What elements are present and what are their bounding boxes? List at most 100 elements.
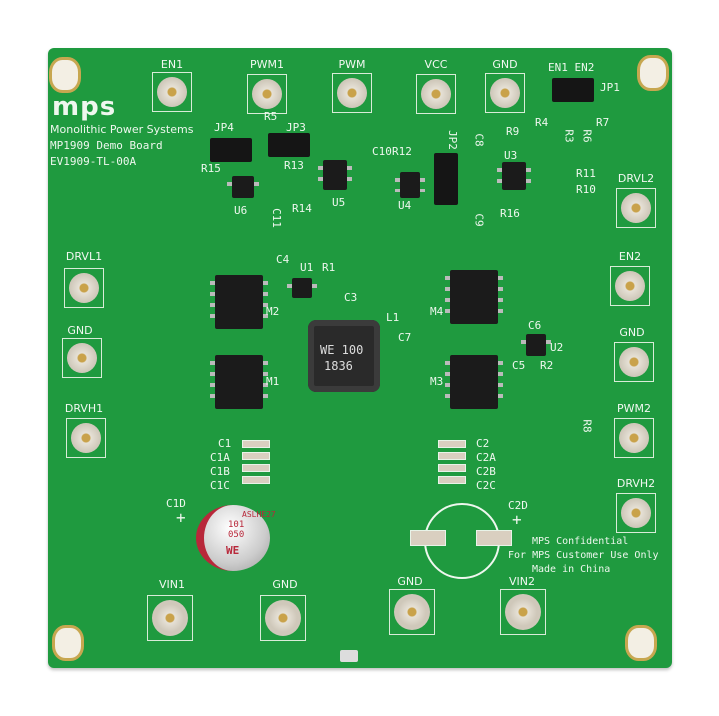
label: U5 bbox=[332, 196, 346, 209]
company-name: Monolithic Power Systems bbox=[50, 123, 194, 136]
terminal-vin1[interactable] bbox=[147, 595, 193, 641]
pad bbox=[476, 530, 512, 546]
terminal-vin2[interactable] bbox=[500, 589, 546, 635]
terminal-label: VIN2 bbox=[509, 575, 535, 588]
label: R15 bbox=[201, 162, 221, 175]
label: C3 bbox=[344, 291, 358, 304]
mosfet-m4 bbox=[445, 270, 503, 324]
label: C5 bbox=[512, 359, 526, 372]
terminal-gnd[interactable] bbox=[485, 73, 525, 113]
board-id: EV1909-TL-00A bbox=[50, 155, 137, 168]
terminal-label: GND bbox=[397, 575, 423, 588]
label: C9 bbox=[472, 213, 486, 227]
jumper-jp1[interactable] bbox=[552, 78, 594, 102]
label: M4 bbox=[430, 305, 444, 318]
terminal-label: EN2 bbox=[618, 250, 642, 263]
standoff bbox=[640, 58, 666, 88]
inductor-l1: WE 100 1836 bbox=[308, 320, 380, 392]
terminal-label: DRVH1 bbox=[64, 402, 104, 415]
terminal-label: DRVL2 bbox=[617, 172, 655, 185]
jumper-jp4[interactable] bbox=[210, 138, 252, 162]
ic-u5 bbox=[318, 160, 352, 190]
label: C7 bbox=[398, 331, 412, 344]
capacitor-marking: 101 bbox=[228, 520, 245, 530]
capacitor bbox=[242, 440, 270, 448]
notice-line: For MPS Customer Use Only bbox=[508, 550, 659, 561]
terminal-drvl2[interactable] bbox=[616, 188, 656, 228]
mps-logo: mps bbox=[52, 92, 117, 122]
label: R9 bbox=[506, 125, 520, 138]
label: C6 bbox=[528, 319, 542, 332]
ic-u2 bbox=[521, 334, 551, 356]
label: R13 bbox=[284, 159, 304, 172]
jumper-jp2[interactable] bbox=[434, 153, 458, 205]
terminal-label: EN1 bbox=[160, 58, 184, 71]
label: C1A bbox=[210, 451, 230, 464]
label: M1 bbox=[266, 375, 280, 388]
electrolytic-capacitor-c1d: WE 101 050 ASLHE27 bbox=[196, 505, 276, 571]
notice-line: MPS Confidential bbox=[532, 536, 629, 547]
ic-u4 bbox=[395, 172, 425, 198]
label: R10 bbox=[576, 183, 596, 196]
terminal-gnd[interactable] bbox=[62, 338, 102, 378]
terminal-en2[interactable] bbox=[610, 266, 650, 306]
label: EN1 EN2 bbox=[548, 61, 595, 74]
label: L1 bbox=[386, 311, 400, 324]
pad bbox=[340, 650, 358, 662]
terminal-label: VIN1 bbox=[159, 578, 185, 591]
capacitor-marking: 050 bbox=[228, 530, 245, 540]
ic-u6 bbox=[227, 176, 259, 198]
terminal-drvl1[interactable] bbox=[64, 268, 104, 308]
label: R12 bbox=[392, 145, 412, 158]
label: R7 bbox=[596, 116, 610, 129]
label: U3 bbox=[504, 149, 518, 162]
jumper-jp3[interactable] bbox=[268, 133, 310, 157]
terminal-label: GND bbox=[67, 324, 93, 337]
label: C10 bbox=[372, 145, 392, 158]
label: C11 bbox=[269, 208, 283, 228]
label: C2B bbox=[476, 465, 496, 478]
terminal-gnd[interactable] bbox=[614, 342, 654, 382]
label: R1 bbox=[322, 261, 336, 274]
capacitor bbox=[438, 464, 466, 472]
label: C2A bbox=[476, 451, 496, 464]
label: C1B bbox=[210, 465, 230, 478]
notice-line: Made in China bbox=[532, 564, 611, 575]
terminal-label: PWM bbox=[338, 58, 366, 71]
terminal-en1[interactable] bbox=[152, 72, 192, 112]
capacitor bbox=[438, 440, 466, 448]
inductor-marking: 1836 bbox=[324, 359, 353, 373]
terminal-label: PWM1 bbox=[250, 58, 284, 71]
label: U6 bbox=[234, 204, 248, 217]
terminal-gnd[interactable] bbox=[260, 595, 306, 641]
terminal-vcc[interactable] bbox=[416, 74, 456, 114]
terminal-pwm[interactable] bbox=[332, 73, 372, 113]
terminal-gnd[interactable] bbox=[389, 589, 435, 635]
polarity-mark: + bbox=[512, 510, 522, 529]
label: C1D bbox=[166, 497, 186, 510]
label: R5 bbox=[264, 110, 278, 123]
label: R11 bbox=[576, 167, 596, 180]
label: M3 bbox=[430, 375, 444, 388]
label: R6 bbox=[580, 129, 594, 143]
terminal-label: GND bbox=[272, 578, 298, 591]
ic-u1 bbox=[287, 278, 317, 298]
standoff bbox=[628, 628, 654, 658]
standoff bbox=[52, 60, 78, 90]
board-name: MP1909 Demo Board bbox=[50, 139, 163, 152]
terminal-label: GND bbox=[492, 58, 518, 71]
label: C1C bbox=[210, 479, 230, 492]
terminal-pwm2[interactable] bbox=[614, 418, 654, 458]
ic-u3 bbox=[497, 162, 531, 190]
label: C2C bbox=[476, 479, 496, 492]
terminal-drvh2[interactable] bbox=[616, 493, 656, 533]
terminal-pwm1[interactable] bbox=[247, 74, 287, 114]
terminal-drvh1[interactable] bbox=[66, 418, 106, 458]
label: R3 bbox=[562, 129, 576, 143]
mosfet-m1 bbox=[210, 355, 268, 409]
capacitor bbox=[438, 476, 466, 484]
terminal-label: DRVL1 bbox=[65, 250, 103, 263]
label: C1 bbox=[218, 437, 232, 450]
terminal-label: GND bbox=[619, 326, 645, 339]
label: JP1 bbox=[600, 81, 620, 94]
